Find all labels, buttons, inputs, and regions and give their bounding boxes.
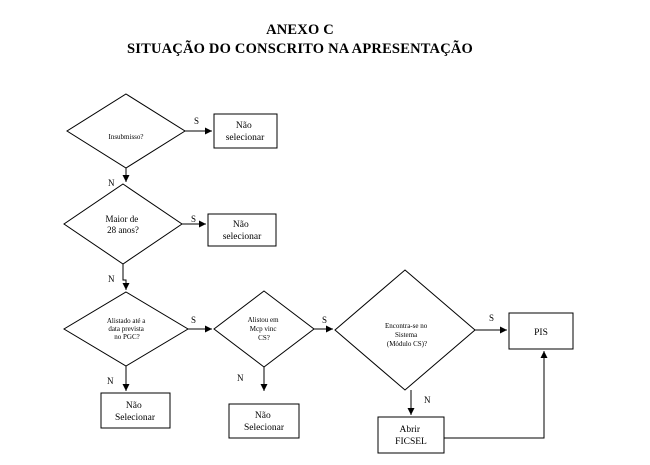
label-no-2: N — [108, 274, 115, 284]
decision-sistema-cs-text: Encontra-se no Sistema (Módulo CS)? — [385, 322, 429, 348]
page-subtitle: SITUAÇÃO DO CONSCRITO NA APRESENTAÇÃO — [126, 41, 474, 57]
arrow-d2-no — [122, 264, 130, 290]
label-no-3: N — [107, 376, 114, 386]
box-nao-selecionar-4-text: Não Selecionar — [244, 411, 285, 433]
decision-maior-28 — [63, 183, 183, 265]
label-no-5: N — [424, 395, 431, 405]
box-nao-selecionar-4 — [228, 403, 300, 439]
page-title: ANEXO C — [266, 22, 334, 38]
label-yes-5: S — [489, 313, 494, 323]
label-yes-4: S — [322, 315, 327, 325]
box-nao-selecionar-3-text: Não Selecionar — [115, 401, 156, 423]
box-nao-selecionar-2 — [207, 213, 277, 247]
decision-insubmisso-text: Insubmisso? — [109, 133, 144, 141]
decision-alistado-pgc-text: Alistado até a data prevista no PGC? — [107, 317, 147, 341]
box-nao-selecionar-2-text: Não selecionar — [223, 220, 262, 242]
label-no-4: N — [237, 373, 244, 383]
decision-insubmisso — [66, 93, 186, 169]
label-no-1: N — [108, 178, 115, 188]
label-yes-1: S — [194, 116, 199, 126]
box-pis-text: PIS — [534, 328, 548, 338]
box-pis — [508, 312, 574, 350]
decision-sistema-cs — [334, 269, 476, 391]
decision-alistou-mcp-text: Alistou em Mcp vinc CS? — [248, 316, 281, 342]
label-yes-2: S — [191, 214, 196, 224]
arrow-ficsel-to-pis — [444, 351, 548, 439]
decision-maior-28-text: Maior de 28 anos? — [106, 214, 141, 235]
box-nao-selecionar-3 — [100, 392, 171, 429]
label-yes-3: S — [191, 315, 196, 325]
box-nao-selecionar-1-text: Não selecionar — [226, 121, 265, 143]
box-nao-selecionar-1 — [213, 113, 278, 149]
box-abrir-ficsel-text: Abrir FICSEL — [395, 425, 427, 447]
box-abrir-ficsel — [377, 416, 445, 454]
